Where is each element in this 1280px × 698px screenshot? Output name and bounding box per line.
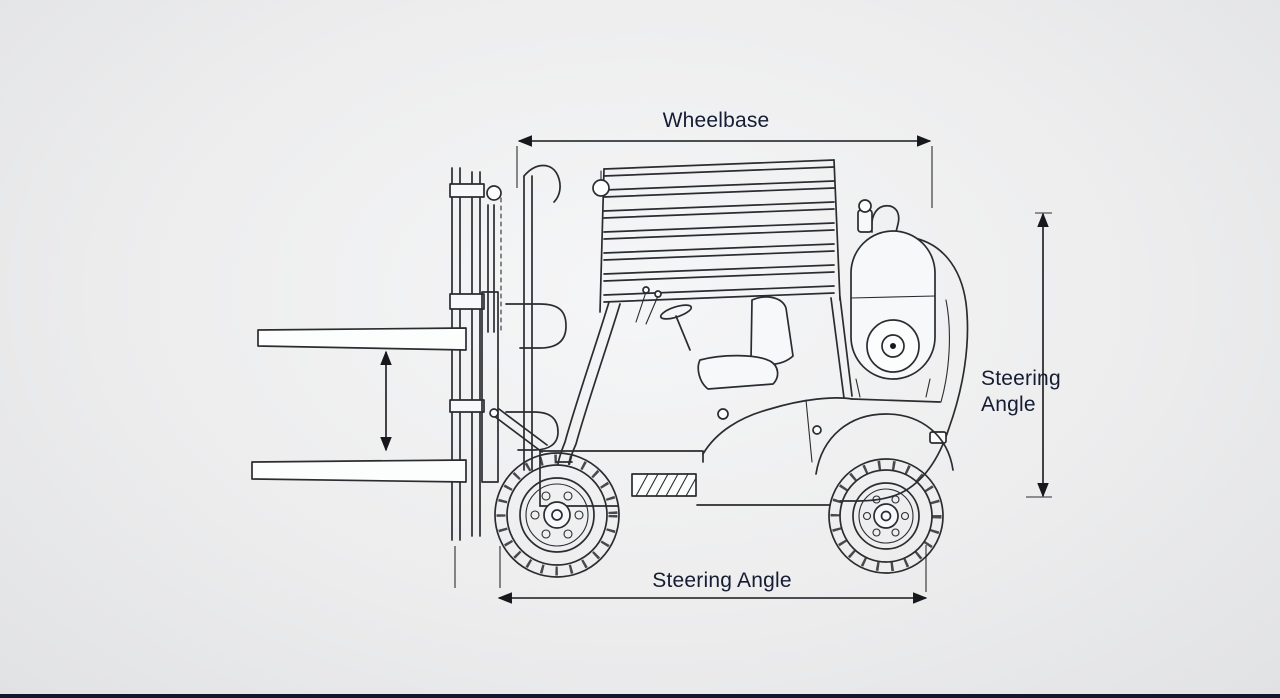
tank-valve <box>857 209 873 233</box>
rear-rim <box>852 482 920 550</box>
seat-cushion <box>697 354 779 390</box>
steering-angle-side-label-line1: Steering <box>981 367 1061 390</box>
cabin <box>635 286 794 390</box>
wheelbase-label-text: Wheelbase <box>662 109 770 132</box>
rear-wheel <box>828 458 944 574</box>
steering-angle-side-label: Steering Angle <box>981 366 1061 418</box>
fork-lower-tine <box>251 459 467 483</box>
tilt-cylinder <box>493 408 548 453</box>
exhaust-pipe <box>870 204 900 233</box>
carriage-hook-lower <box>505 411 559 451</box>
bottom-edge-bar <box>0 694 1280 698</box>
steering-angle-bottom-label-text: Steering Angle <box>652 569 792 592</box>
front-work-light <box>592 170 610 197</box>
hood-cap <box>717 408 729 420</box>
seat-back <box>750 296 794 366</box>
forks <box>251 327 467 483</box>
overhead-guard-slats <box>603 159 835 303</box>
steering-angle-side-label-line2: Angle <box>981 393 1036 416</box>
front-wheel-bolts <box>530 491 584 539</box>
rear-tire-tread <box>830 460 942 572</box>
front-hub <box>543 501 571 529</box>
rear-deck <box>851 398 941 403</box>
fork-upper-tine <box>257 327 467 351</box>
lift-cylinder <box>487 204 495 333</box>
overhead-guard <box>555 159 853 465</box>
valve-knob <box>858 199 872 213</box>
body <box>539 236 969 507</box>
rear-hub-center <box>880 510 892 522</box>
tank-strap <box>850 295 936 299</box>
carriage-hook-upper <box>505 303 567 349</box>
lever-knob <box>642 286 650 294</box>
tank-end-cap-center <box>890 343 896 349</box>
counterweight <box>839 236 969 502</box>
mast-hose <box>523 164 561 203</box>
front-rim-inner <box>525 483 589 547</box>
steering-wheel <box>659 304 693 320</box>
guard-rear-post <box>830 296 853 399</box>
tilt-cylinder-pivot <box>489 408 499 418</box>
fork-carriage <box>481 291 499 483</box>
tank-bracket <box>855 378 931 398</box>
step-plate <box>631 473 697 497</box>
mast-cross-member-mid <box>449 293 485 310</box>
rear-rim-inner <box>858 488 914 544</box>
forklift-drawing <box>251 159 969 578</box>
front-tire-tread <box>496 454 618 576</box>
side-panel-seam <box>805 399 813 463</box>
mast-cross-member-top <box>449 183 485 198</box>
rear-fender <box>815 413 954 475</box>
front-tire-inner <box>506 464 608 566</box>
lever-knob <box>654 290 662 298</box>
chain-pulley <box>486 185 502 201</box>
panel-handle <box>812 425 822 435</box>
mast-cross-member-low <box>449 399 485 413</box>
mast <box>449 164 567 541</box>
steering-column <box>675 315 691 351</box>
chassis-bottom <box>539 504 831 507</box>
wheelbase-label: Wheelbase <box>616 108 816 134</box>
engine-hood <box>702 397 853 455</box>
rear-hub <box>873 503 899 529</box>
dimension-annotations <box>380 135 1052 604</box>
steering-angle-bottom-label: Steering Angle <box>602 568 842 594</box>
tail-lamp <box>929 431 947 444</box>
control-levers <box>635 291 659 325</box>
front-rim <box>519 477 595 553</box>
rear-wheel-bolts <box>862 495 910 537</box>
mast-rails <box>451 167 533 541</box>
cab-floor <box>539 450 704 463</box>
rear-tire-inner <box>839 469 933 563</box>
front-hub-center <box>551 509 563 521</box>
front-wheel <box>494 452 620 578</box>
rear-tire-outer <box>828 458 944 574</box>
front-tire-outer <box>494 452 620 578</box>
lpg-tank-assembly <box>850 199 936 398</box>
tank-end-cap-inner <box>881 334 905 358</box>
counterweight-groove <box>940 299 950 403</box>
